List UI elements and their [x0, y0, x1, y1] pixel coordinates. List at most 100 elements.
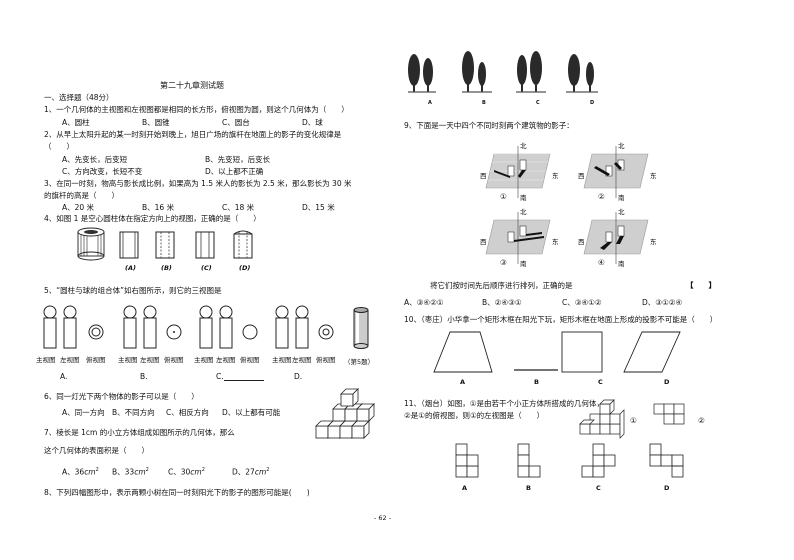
p2-east: 东	[650, 172, 657, 180]
left-view-options	[455, 443, 684, 478]
q9-option-b: B、②④③①	[482, 298, 522, 307]
q5-figure: 主视图 左视图 俯视图 主视图 左视图 俯视图 主视图 左视图 俯视图 主视图 …	[36, 300, 376, 381]
q5-blank-line	[224, 380, 264, 381]
tree-label-c: C	[536, 100, 540, 106]
tree-shadow-options	[408, 51, 598, 93]
q10-figure: A B C D	[430, 330, 700, 390]
tree-label-b: B	[482, 100, 486, 106]
q5-view-b1: 主视图	[118, 356, 138, 364]
q4-label-d: (D)	[239, 264, 251, 272]
q2-option-c: C、方向改变，长短不变	[62, 167, 143, 176]
q11-marker-1: ①	[630, 416, 637, 425]
q7-cube-figure	[314, 386, 384, 450]
p3-east: 东	[552, 238, 559, 246]
p2-west: 西	[578, 172, 585, 180]
q5-option-a: A.	[60, 372, 68, 381]
p4-west: 西	[578, 238, 585, 246]
p1-north: 北	[520, 142, 527, 150]
q5-view-b2: 左视图	[140, 356, 160, 364]
page-title: 第二十九章测试题	[160, 81, 224, 90]
option-c-views	[199, 305, 258, 349]
q5-view-a2: 左视图	[60, 356, 80, 364]
q7-option-d: D、27cm2	[232, 467, 270, 477]
q2-paren: （ ）	[44, 142, 74, 151]
q6-option-a: A、同一方向	[62, 408, 105, 417]
q2-stem: 2、从早上太阳升起的某一时刻开始到晚上，旭日广场的旗杆在地面上的影子的变化规律是	[44, 130, 342, 139]
tree-label-a: A	[428, 100, 432, 106]
tree-label-d: D	[590, 100, 595, 106]
panel-number-1: ①	[500, 192, 507, 201]
panel-number-2: ②	[598, 192, 605, 201]
q4-label-b: (B)	[161, 264, 172, 272]
q11-stem-line1: 11、（烟台）如图，①是由若干个小正方体所搭成的几何体，	[404, 399, 605, 408]
q4-figure: (A) (B) (C) (D)	[76, 226, 266, 274]
q10-stem: 10、（枣庄）小华拿一个矩形木框在阳光下玩，矩形木框在地面上形成的投影不可能是（…	[404, 315, 718, 324]
p2-south: 南	[618, 194, 625, 202]
cube-model-and-top-view	[579, 399, 685, 439]
q5-view-c3: 俯视图	[240, 356, 260, 364]
option-a-views	[43, 305, 104, 349]
q4-stem: 4、如图 1 是空心圆柱体在指定方向上的视图，正确的是（ ）	[44, 214, 261, 223]
view-a	[119, 231, 139, 259]
q5-view-c2: 左视图	[216, 356, 236, 364]
hollow-cylinder-figures	[77, 227, 253, 261]
q7-option-b: B、33cm2	[112, 467, 149, 477]
p3-west: 西	[480, 238, 487, 246]
p1-south: 南	[520, 194, 527, 202]
q5-view-a1: 主视图	[36, 356, 56, 364]
q9-option-a: A、③④②①	[404, 298, 444, 307]
q5-option-d: D.	[294, 372, 303, 381]
q6-option-d: D、以上都有可能	[222, 408, 281, 417]
q9-answer-bracket: 【 】	[686, 281, 716, 290]
panel-number-3: ③	[500, 258, 507, 267]
q5-view-a3: 俯视图	[86, 356, 106, 364]
q3-option-d: D、15 米	[302, 203, 335, 212]
q1-option-c: C、圆台	[222, 118, 250, 127]
page-number: - 62 -	[374, 514, 392, 522]
q3-option-b: B、16 米	[142, 203, 175, 212]
stacked-cubes	[315, 388, 375, 439]
p4-east: 东	[650, 238, 657, 246]
q5-view-d3: 俯视图	[316, 356, 336, 364]
q9-building-shadows: 北 西 东 南 北 西 东 南 北 西 东 南 北 西 东 南 ① ② ③ ④	[480, 140, 660, 272]
p3-south: 南	[520, 260, 527, 268]
q11-label-d: D	[664, 484, 670, 492]
panel-2	[583, 146, 649, 198]
q1-option-a: A、圆柱	[62, 118, 90, 127]
projection-options	[433, 331, 681, 373]
panel-3	[485, 212, 551, 264]
q2-option-a: A、先变长，后变短	[62, 155, 128, 164]
p3-north: 北	[520, 208, 527, 216]
q4-label-a: (A)	[125, 264, 136, 272]
q7-stem-line1: 7、棱长是 1cm 的小立方体组成如图所示的几何体，那么	[44, 428, 235, 437]
three-view-options	[43, 305, 369, 349]
q11-model-figure: ① ②	[578, 394, 708, 444]
q1-stem: 1、一个几何体的主视图和左视图都是相同的长方形，俯视图为圆，则这个几何体为（ ）	[44, 105, 349, 114]
q11-label-c: C	[596, 484, 601, 492]
q6-stem: 6、同一灯光下两个物体的影子可以是（ ）	[44, 392, 199, 401]
view-d	[233, 230, 253, 259]
panel-4	[583, 212, 649, 264]
view-b	[155, 231, 175, 259]
q5-view-c1: 主视图	[194, 356, 214, 364]
hollow-cylinder-3d	[77, 227, 105, 261]
q10-label-d: D	[664, 378, 670, 386]
q7-option-a: A、36cm2	[62, 467, 99, 477]
p4-north: 北	[618, 208, 625, 216]
section-heading: 一、选择题（48分）	[44, 93, 114, 102]
panel-1	[485, 146, 551, 198]
q6-option-b: B、不同方向	[112, 408, 155, 417]
q5-view-d2: 左视图	[292, 356, 312, 364]
p2-north: 北	[618, 142, 625, 150]
shadow-diagrams	[485, 146, 649, 264]
q5-view-b3: 俯视图	[164, 356, 184, 364]
view-c	[195, 231, 215, 259]
q11-stem-line2: ②是①的俯视图，则①的左视图是（ ）	[404, 411, 545, 420]
q11-label-a: A	[462, 484, 468, 492]
q10-label-a: A	[460, 378, 466, 386]
q7-option-c: C、30cm2	[168, 467, 205, 477]
q5-view-d1: 主视图	[272, 356, 292, 364]
q5-stem: 5、“圆柱与球的组合体”如右图所示，则它的三视图是	[44, 286, 222, 295]
p1-west: 西	[480, 172, 487, 180]
q1-option-b: B、圆锥	[142, 118, 170, 127]
